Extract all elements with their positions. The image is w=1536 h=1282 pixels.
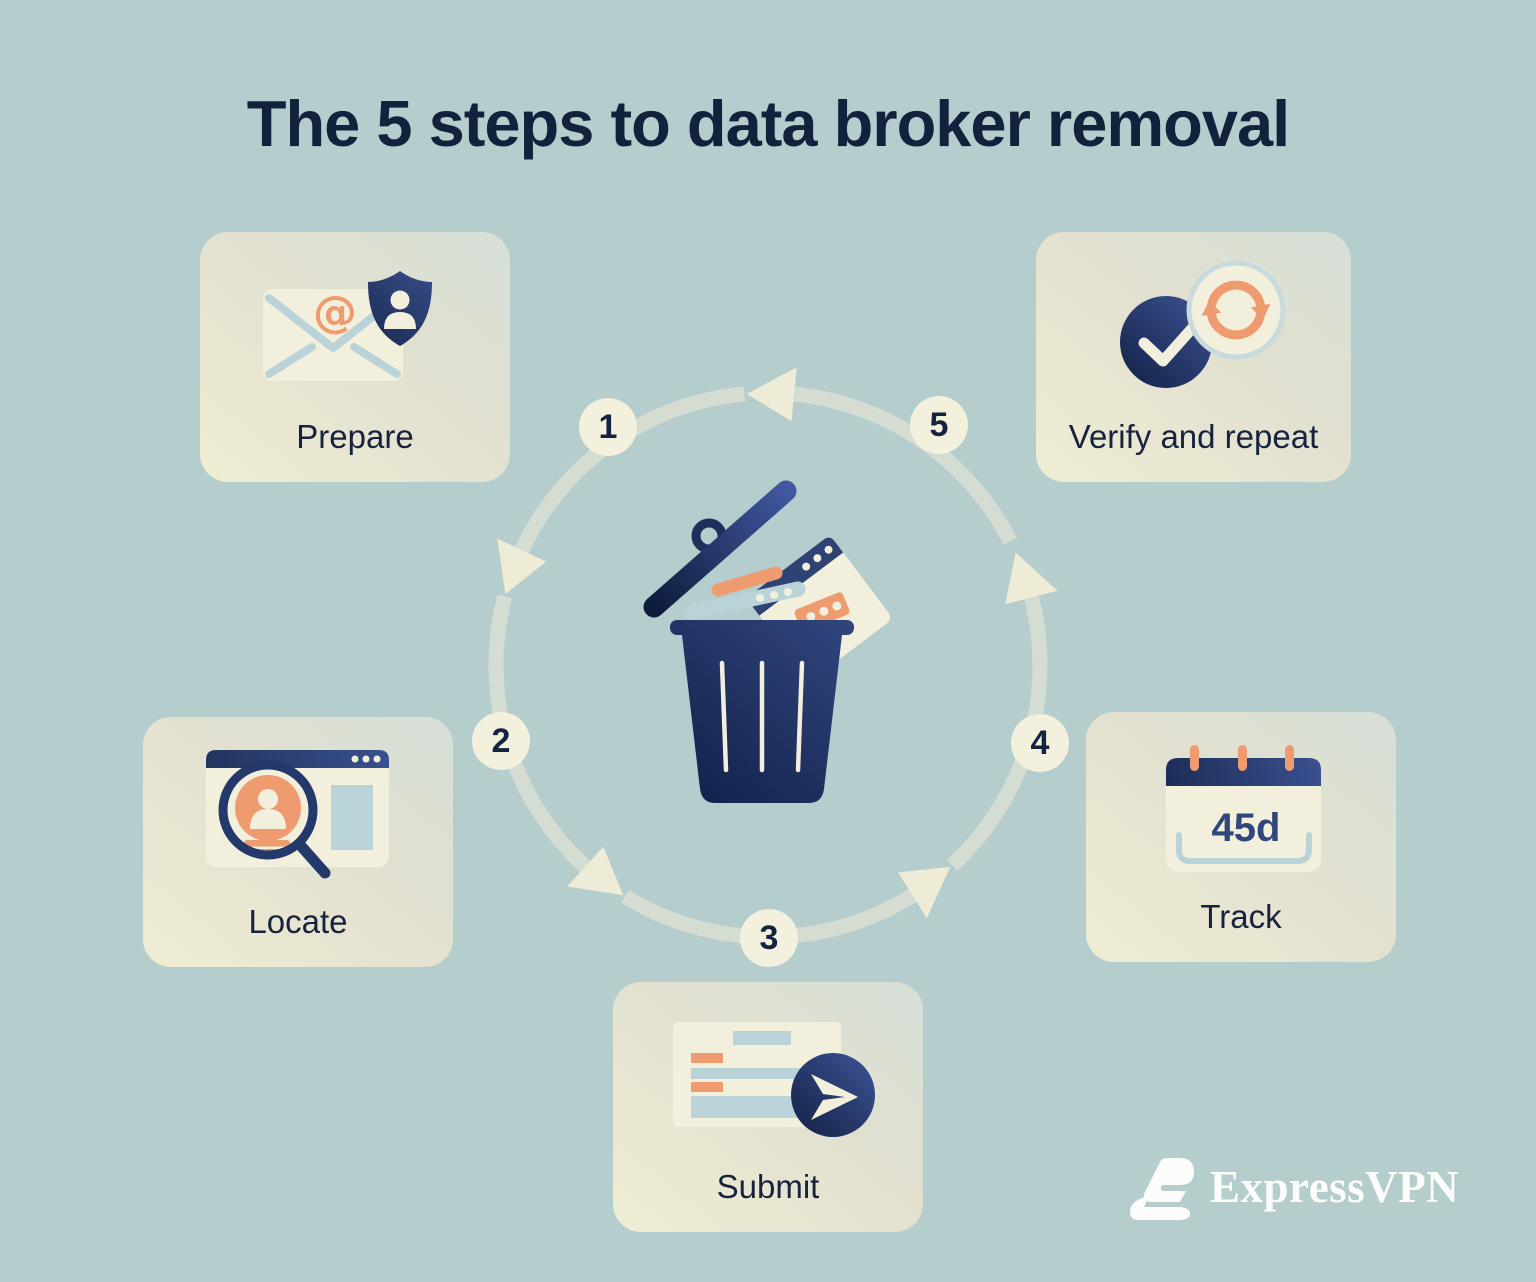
brand-logo: ExpressVPN bbox=[1124, 1152, 1459, 1222]
browser-titlebar bbox=[206, 749, 389, 768]
envelope-shield-icon: @ bbox=[263, 270, 432, 381]
step-number-badge: 1 bbox=[579, 398, 637, 456]
step-label: Locate bbox=[248, 903, 348, 940]
magnifier-lens bbox=[218, 760, 318, 859]
calendar-header bbox=[1166, 757, 1321, 786]
trash-rim bbox=[670, 620, 854, 635]
discarded-blue-strip bbox=[684, 581, 806, 620]
refresh-circle bbox=[1186, 260, 1285, 359]
trash-lid bbox=[643, 480, 797, 618]
trash-body-stripes bbox=[719, 660, 805, 773]
send-plane-icon bbox=[811, 1073, 858, 1120]
discarded-orange-tab bbox=[794, 592, 850, 632]
step-number-badge: 5 bbox=[910, 396, 968, 454]
discarded-orange-strip bbox=[711, 566, 783, 597]
browser-search-icon bbox=[206, 749, 389, 878]
form-send-icon bbox=[673, 1021, 875, 1137]
calendar-icon: 45d bbox=[1166, 744, 1321, 872]
step-label: Track bbox=[1200, 898, 1282, 935]
check-refresh-icon bbox=[1119, 260, 1285, 388]
trash-body bbox=[682, 635, 842, 803]
step-number-badge: 4 bbox=[1011, 714, 1069, 772]
refresh-arrows-icon bbox=[1201, 280, 1270, 339]
cycle-arrowheads bbox=[497, 367, 1058, 919]
step-label: Prepare bbox=[296, 418, 414, 455]
step-number-badge: 3 bbox=[740, 909, 798, 967]
checkmark bbox=[1138, 318, 1201, 366]
expressvpn-logo-icon bbox=[1130, 1158, 1194, 1220]
step-number-badge: 2 bbox=[472, 712, 530, 770]
discarded-browser-card bbox=[748, 537, 890, 679]
at-symbol: @ bbox=[313, 287, 357, 338]
magnifier-handle bbox=[295, 840, 331, 878]
calendar-body bbox=[1166, 785, 1321, 872]
calendar-days-value: 45d bbox=[1212, 806, 1281, 850]
calendar-page-bracket bbox=[1176, 831, 1312, 864]
step-card-verify: Verify and repeat bbox=[1036, 232, 1351, 482]
lid-handle-ring bbox=[691, 518, 727, 554]
step-card-prepare: @ Prepare bbox=[200, 232, 510, 482]
person-silhouette bbox=[390, 290, 410, 309]
step-card-submit: Submit bbox=[613, 982, 923, 1232]
page-title: The 5 steps to data broker removal bbox=[246, 87, 1290, 160]
trash-can-icon bbox=[643, 480, 890, 803]
brand-name: ExpressVPN bbox=[1210, 1162, 1460, 1212]
step-label: Verify and repeat bbox=[1068, 418, 1319, 455]
step-card-locate: Locate bbox=[143, 717, 453, 967]
step-label: Submit bbox=[716, 1168, 820, 1205]
step-card-track: 45d Track bbox=[1086, 712, 1396, 962]
content-block bbox=[331, 784, 373, 850]
cycle-arrows bbox=[488, 386, 1048, 945]
